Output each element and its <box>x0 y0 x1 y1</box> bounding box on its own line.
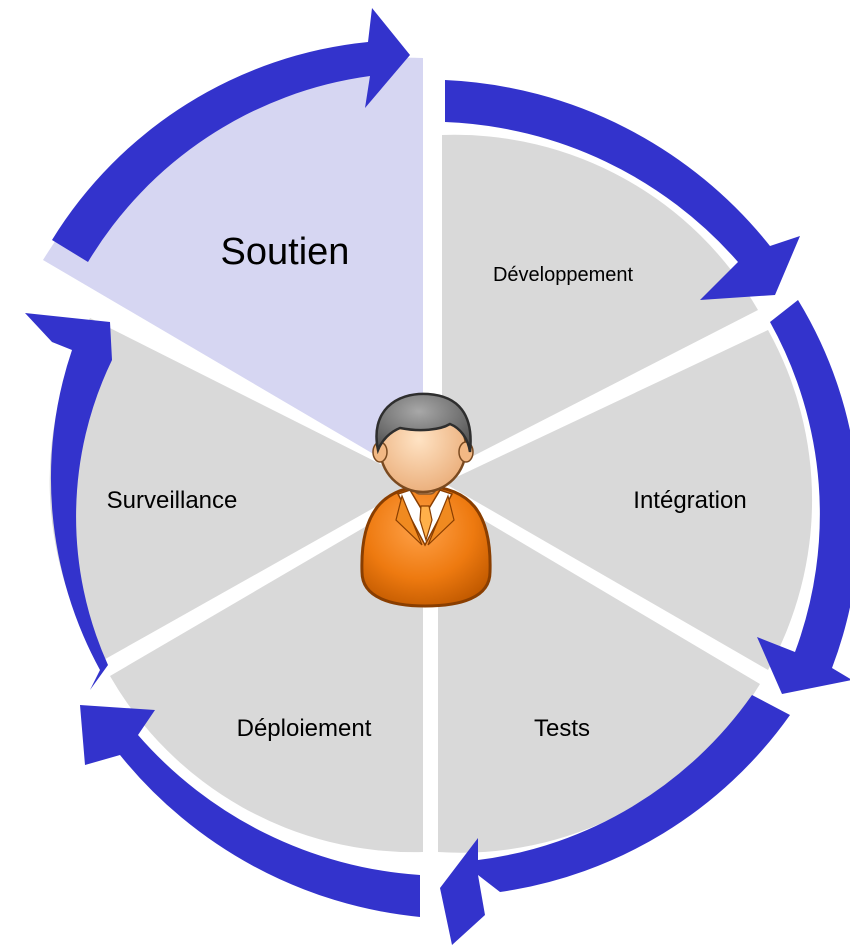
label-integration: Intégration <box>633 487 746 514</box>
arrow-top-right <box>445 80 800 300</box>
arrow-left <box>25 313 112 690</box>
arrow-right <box>757 300 850 694</box>
arrow-bottom-left <box>80 705 420 917</box>
segment-developpement <box>442 134 758 472</box>
user-avatar-icon <box>360 392 492 608</box>
label-developpement: Développement <box>493 264 634 286</box>
label-surveillance: Surveillance <box>107 487 238 514</box>
label-tests: Tests <box>534 715 590 742</box>
arrow-bottom-right <box>440 695 790 945</box>
arrow-top-left <box>52 8 410 262</box>
avatar-hair <box>375 392 472 455</box>
segment-deploiement <box>110 493 423 853</box>
segment-surveillance <box>49 318 419 662</box>
label-soutien: Soutien <box>221 231 350 273</box>
segment-tests <box>438 493 760 853</box>
segment-integration <box>444 330 813 670</box>
avatar-body <box>360 484 492 608</box>
label-deploiement: Déploiement <box>237 715 372 742</box>
